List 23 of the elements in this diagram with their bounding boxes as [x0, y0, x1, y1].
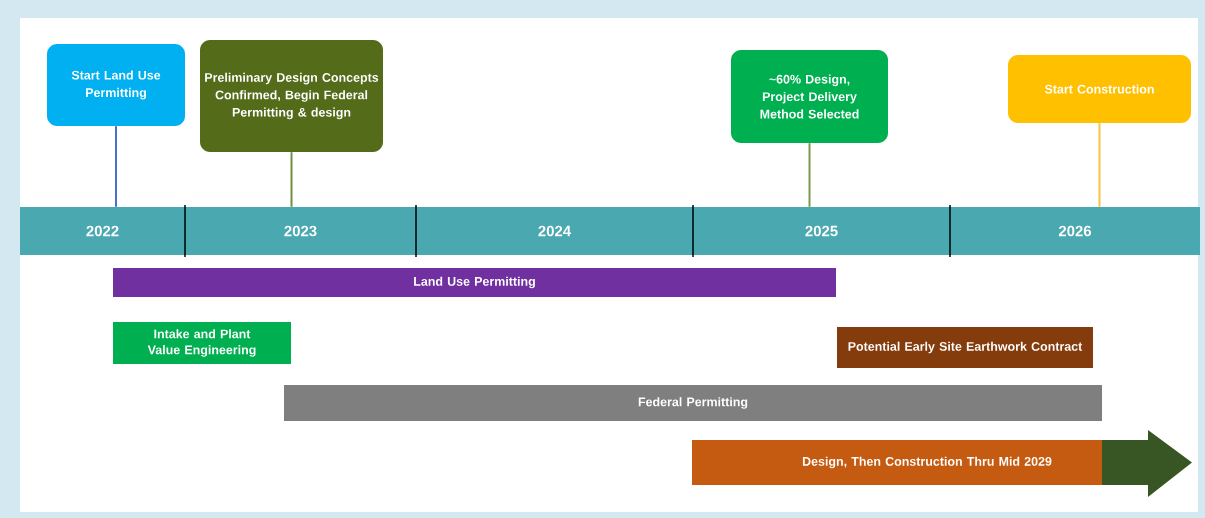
arrow-bar: Design, Then Construction Thru Mid 2029 — [692, 430, 1192, 497]
node-label: 2022 — [86, 225, 119, 237]
node-label: 2025 — [805, 225, 838, 237]
milestone-box: Start Construction — [1008, 55, 1191, 123]
connector-line — [808, 142, 811, 208]
task-bar: Federal Permitting — [284, 385, 1102, 421]
task-bar: Intake and Plant Value Engineering — [113, 322, 291, 364]
milestone-box: ~60% Design, Project Delivery Method Selected — [731, 50, 888, 143]
connector-line — [115, 125, 117, 208]
year-segment: 2023 — [185, 207, 416, 255]
node-label: 2023 — [284, 225, 317, 237]
year-segment: 2025 — [693, 207, 950, 255]
milestone-box: Start Land Use Permitting — [47, 44, 185, 126]
year-segment: 2022 — [20, 207, 185, 255]
year-segment: 2024 — [416, 207, 693, 255]
task-bar: Land Use Permitting — [113, 268, 836, 297]
connector-line — [290, 151, 293, 208]
task-bar: Potential Early Site Earthwork Contract — [837, 327, 1093, 368]
node-label: 2026 — [1058, 225, 1092, 237]
node-label: 2024 — [538, 225, 572, 237]
milestone-box: Preliminary Design Concepts Confirmed, Begin Federal Permitting & design — [200, 40, 383, 152]
year-segment: 2026 — [950, 207, 1200, 255]
connector-line — [1098, 122, 1101, 208]
